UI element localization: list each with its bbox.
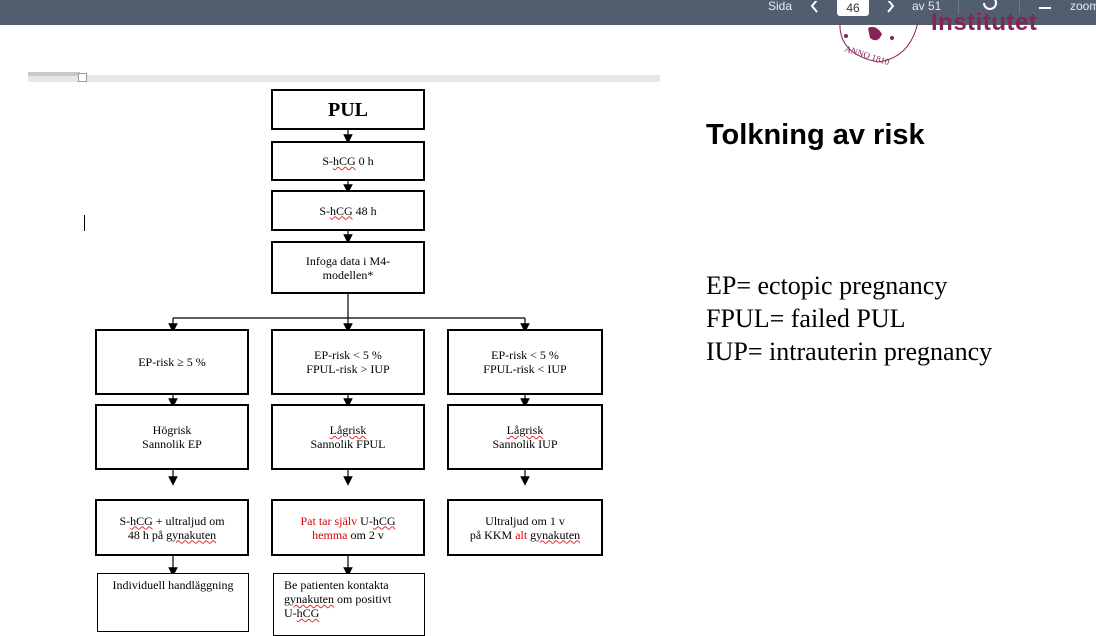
logo-wordmark: Institutet: [931, 9, 1038, 36]
flow-box-followup-fpul: Be patienten kontakta gynakuten om posit…: [273, 573, 425, 636]
flow-box-risk-high: EP-risk ≥ 5 %: [95, 329, 249, 395]
university-seal-logo: ANNO 1810: [839, 21, 919, 66]
flow-box-action-fpul: Pat tar själv U-hCG hemma om 2 v: [271, 499, 425, 556]
chevron-right-icon[interactable]: [884, 0, 898, 18]
slide-heading: Tolkning av risk: [706, 119, 925, 151]
flow-box-m4-model: Infoga data i M4-modellen*: [271, 241, 425, 294]
pdf-toolbar: Sida 46 av 51 zoom: [0, 0, 1096, 25]
flow-box-risk-iup: EP-risk < 5 %FPUL-risk < IUP: [447, 329, 603, 395]
zoom-label: zoom: [1070, 0, 1096, 13]
definition-ep: EP= ectopic pregnancy: [706, 271, 948, 300]
toolbar-divider: [958, 0, 959, 14]
slide-top-border-dark: [28, 72, 80, 76]
flow-box-shcg-0h: S-hCG 0 h: [271, 141, 425, 181]
flow-box-action-ep: S-hCG + ultraljud om 48 h på gynakuten: [95, 499, 249, 556]
page-number-input[interactable]: 46: [837, 0, 869, 16]
minus-icon[interactable]: [1038, 0, 1052, 18]
page-total: av 51: [912, 0, 942, 13]
flow-box-followup-ep: Individuell handläggning: [97, 573, 249, 632]
flow-box-pul: PUL: [271, 89, 425, 130]
toolbar-divider: [1019, 0, 1020, 14]
chevron-left-icon[interactable]: [808, 0, 822, 18]
definition-iup: IUP= intrauterin pregnancy: [706, 337, 993, 366]
text-cursor: [84, 215, 85, 231]
flow-box-shcg-48h: S-hCG 48 h: [271, 190, 425, 231]
definition-fpul: FPUL= failed PUL: [706, 304, 906, 333]
flow-box-action-iup: Ultraljud om 1 v på KKM alt gynakuten: [447, 499, 603, 556]
slide-top-border: [28, 75, 660, 82]
flow-box-risk-fpul: EP-risk < 5 %FPUL-risk > IUP: [271, 329, 425, 395]
resize-handle[interactable]: [78, 73, 87, 82]
rotate-icon[interactable]: [981, 0, 999, 19]
page-label: Sida: [768, 0, 793, 13]
